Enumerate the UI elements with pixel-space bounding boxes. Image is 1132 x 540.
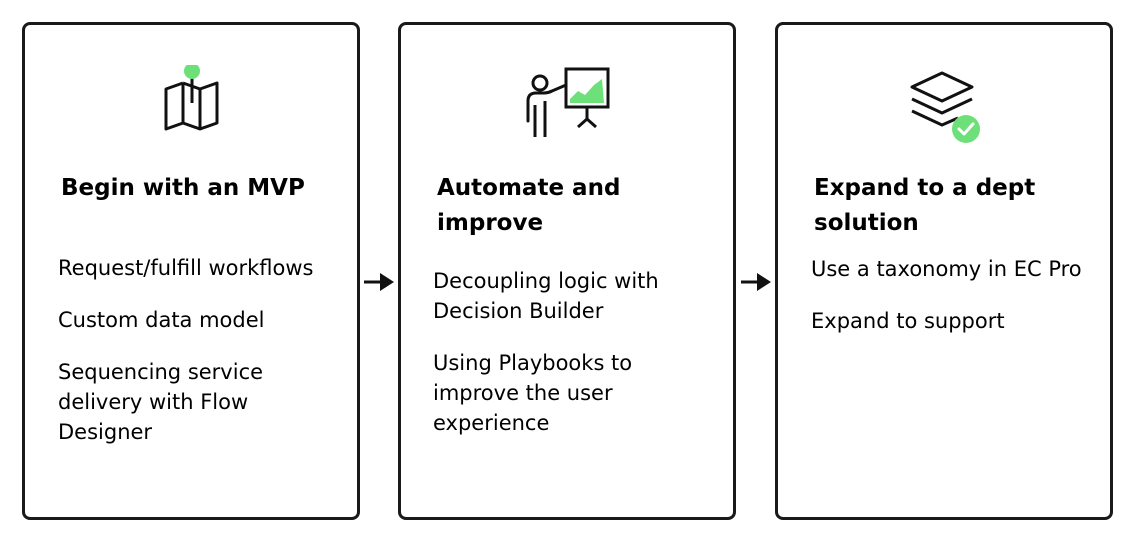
step-items: Request/fulfill workflows Custom data mo…	[58, 253, 341, 469]
list-item: Decoupling logic with Decision Builder	[433, 269, 659, 323]
list-item: Expand to support	[811, 309, 1005, 333]
arrow-right-icon	[364, 273, 394, 291]
list-item: Using Playbooks to improve the user expe…	[433, 351, 633, 435]
step-title: Automate and improve	[437, 175, 621, 236]
step-items: Decoupling logic with Decision Builder U…	[433, 266, 717, 460]
list-item: Custom data model	[58, 308, 265, 332]
step-card-automate: Automate and improve Decoupling logic wi…	[398, 22, 736, 520]
list-item: Sequencing service delivery with Flow De…	[58, 360, 264, 444]
step-title: Expand to a dept solution	[814, 175, 1036, 236]
step-items: Use a taxonomy in EC Pro Expand to suppo…	[811, 254, 1094, 358]
list-item: Use a taxonomy in EC Pro	[811, 257, 1082, 281]
presenter-chart-icon	[526, 67, 610, 137]
layers-check-icon	[910, 71, 980, 143]
step-card-mvp: Begin with an MVP Request/fulfill workfl…	[22, 22, 360, 520]
arrow-right-icon	[741, 273, 771, 291]
map-pin-icon	[164, 65, 219, 131]
step-title: Begin with an MVP	[61, 175, 305, 201]
list-item: Request/fulfill workflows	[58, 256, 314, 280]
step-card-expand: Expand to a dept solution Use a taxonomy…	[775, 22, 1113, 520]
